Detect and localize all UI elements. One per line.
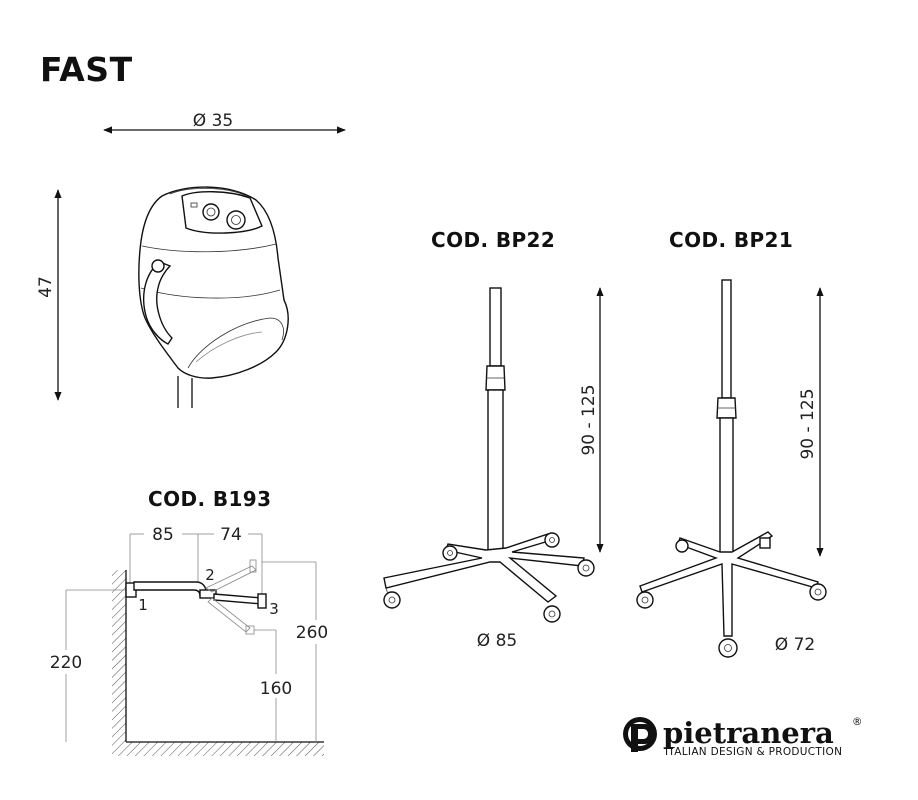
wall-arm-drawing: 85 74 220 260 160 (50, 525, 328, 756)
arm-position-3-label: 3 (269, 600, 279, 618)
arm-ghost-cap-up (249, 559, 257, 573)
bp22-caster-right (577, 559, 595, 577)
arm-segment-2 (213, 593, 263, 605)
hood-timer-knob-icon (202, 203, 220, 221)
hood-temperature-knob-center (231, 215, 241, 225)
bp22-height-label: 90 - 125 (579, 384, 599, 455)
arm-height-260-label: 260 (296, 623, 328, 643)
bp22-base-diameter-label: Ø 85 (477, 631, 517, 651)
hood-visor-inner (195, 331, 263, 363)
hood-pivot-knob (151, 259, 165, 273)
hood-diameter-label: Ø 35 (193, 111, 233, 131)
bp21-lower-pole (719, 417, 734, 555)
arm-position-2-label: 2 (205, 566, 215, 584)
floor-hatch (112, 742, 324, 756)
hood-top-seam (169, 188, 251, 199)
brand-logo: pietranera ® ITALIAN DESIGN & PRODUCTION (623, 716, 863, 758)
hood-timer-knob-center (206, 207, 216, 217)
bp21-caster-back-right (759, 537, 771, 549)
hood-side-handle (142, 261, 173, 345)
bp21-star-base (639, 531, 819, 637)
wall-hatch (112, 570, 126, 742)
bp22-caster-front (543, 605, 561, 623)
bp21-caster-left (636, 591, 654, 609)
code-bp22-label: COD. BP22 (431, 228, 556, 252)
code-b193-label: COD. B193 (148, 487, 272, 511)
arm-height-160-label: 160 (260, 679, 292, 699)
stand-bp22-drawing: 90 - 125 (383, 287, 604, 651)
hood-temperature-knob-icon (226, 210, 246, 230)
code-bp21-label: COD. BP21 (669, 228, 794, 252)
arm-position-1-label: 1 (138, 596, 148, 614)
bp21-caster-front (718, 638, 738, 658)
brand-registered-mark: ® (852, 716, 863, 728)
arm-height-220-label: 220 (50, 653, 82, 673)
hood-control-panel (181, 191, 263, 234)
arm-length-85-label: 85 (152, 525, 174, 545)
bp22-upper-pole (489, 287, 502, 367)
page-title: FAST (40, 50, 133, 89)
bp21-base-diameter-label: Ø 72 (775, 635, 815, 655)
bp21-upper-pole (721, 279, 732, 399)
hood-height-label: 47 (36, 276, 56, 298)
brand-tagline: ITALIAN DESIGN & PRODUCTION (665, 746, 842, 758)
arm-ghost-cap-down (245, 625, 255, 635)
bp21-caster-right (809, 583, 827, 601)
bp22-caster-back-left (442, 545, 458, 561)
hood-dryer-drawing: Ø 35 47 (36, 111, 346, 408)
hood-indicator-light (190, 202, 198, 208)
pietranera-emblem-icon (623, 717, 657, 752)
arm-segment-1 (133, 581, 207, 597)
stand-bp21-drawing: 90 - 125 Ø 72 (636, 279, 827, 658)
arm-length-74-label: 74 (220, 525, 242, 545)
brand-name: pietranera (663, 716, 834, 750)
bp21-caster-back-left (675, 539, 689, 553)
bp22-caster-left (383, 587, 401, 609)
arm-end-cap (257, 593, 267, 609)
hood-shell (138, 186, 289, 379)
hood-visor-edge (187, 317, 284, 369)
bp21-height-label: 90 - 125 (798, 388, 818, 459)
hood-band-upper (141, 243, 277, 253)
bp22-caster-back-right (544, 532, 560, 548)
bp22-lower-pole (487, 389, 504, 553)
